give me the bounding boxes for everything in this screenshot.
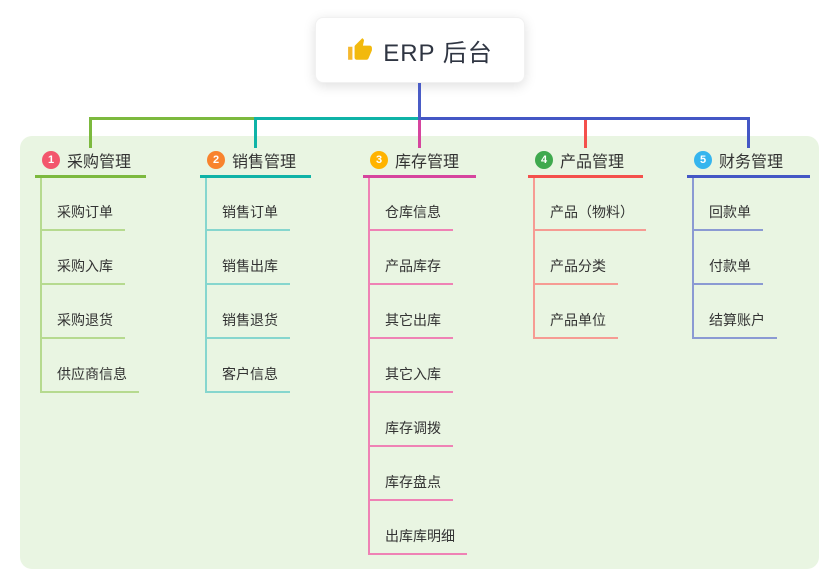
branch-number-badge: 2 [207,150,225,169]
branch-connector-line [692,178,694,339]
child-node[interactable]: 出库库明细 [368,526,467,555]
child-node[interactable]: 结算账户 [692,310,777,339]
branch-title: 采购管理 [67,153,132,171]
thumbs-up-icon [347,37,373,63]
branch-elbow-drop [418,117,421,148]
branch-connector-line [533,178,535,339]
branch-elbow-drop [584,117,587,148]
branch-connector-line [205,178,207,393]
branch-heading[interactable]: 1 采购管理 [35,149,146,178]
branch-heading[interactable]: 4 产品管理 [528,149,643,178]
child-node[interactable]: 销售出库 [205,256,290,285]
branch-heading[interactable]: 2 销售管理 [200,149,311,178]
branch-title: 库存管理 [395,153,460,171]
root-node[interactable]: ERP 后台 [315,17,525,83]
branch-elbow-drop [89,117,92,148]
branch-elbow-drop [254,117,257,148]
child-node[interactable]: 仓库信息 [368,202,453,231]
child-node[interactable]: 库存盘点 [368,472,453,501]
child-node[interactable]: 客户信息 [205,364,290,393]
branch-title: 销售管理 [232,153,297,171]
child-node[interactable]: 产品（物料） [533,202,646,231]
branch-title: 财务管理 [719,153,784,171]
child-node[interactable]: 采购退货 [40,310,125,339]
child-node[interactable]: 产品分类 [533,256,618,285]
child-node[interactable]: 库存调拨 [368,418,453,447]
branch-title: 产品管理 [560,153,625,171]
child-node[interactable]: 供应商信息 [40,364,139,393]
child-node[interactable]: 销售订单 [205,202,290,231]
child-node[interactable]: 其它入库 [368,364,453,393]
branch-heading[interactable]: 5 财务管理 [687,149,810,178]
branch-number-badge: 3 [370,150,388,169]
branch-elbow-drop [747,117,750,148]
branch-heading[interactable]: 3 库存管理 [363,149,476,178]
branches-panel [20,136,819,569]
branch-number-badge: 1 [42,150,60,169]
branch-connector-line [368,178,370,555]
child-node[interactable]: 产品单位 [533,310,618,339]
root-trunk-line [417,83,421,120]
child-node[interactable]: 其它出库 [368,310,453,339]
branch-number-badge: 4 [535,150,553,169]
root-title: ERP 后台 [383,39,493,67]
branch-number-badge: 5 [694,150,712,169]
child-node[interactable]: 采购订单 [40,202,125,231]
branch-elbow-horizontal [254,117,421,120]
child-node[interactable]: 付款单 [692,256,763,285]
branch-connector-line [40,178,42,393]
child-node[interactable]: 回款单 [692,202,763,231]
child-node[interactable]: 销售退货 [205,310,290,339]
child-node[interactable]: 产品库存 [368,256,453,285]
child-node[interactable]: 采购入库 [40,256,125,285]
branch-elbow-horizontal [417,117,750,120]
